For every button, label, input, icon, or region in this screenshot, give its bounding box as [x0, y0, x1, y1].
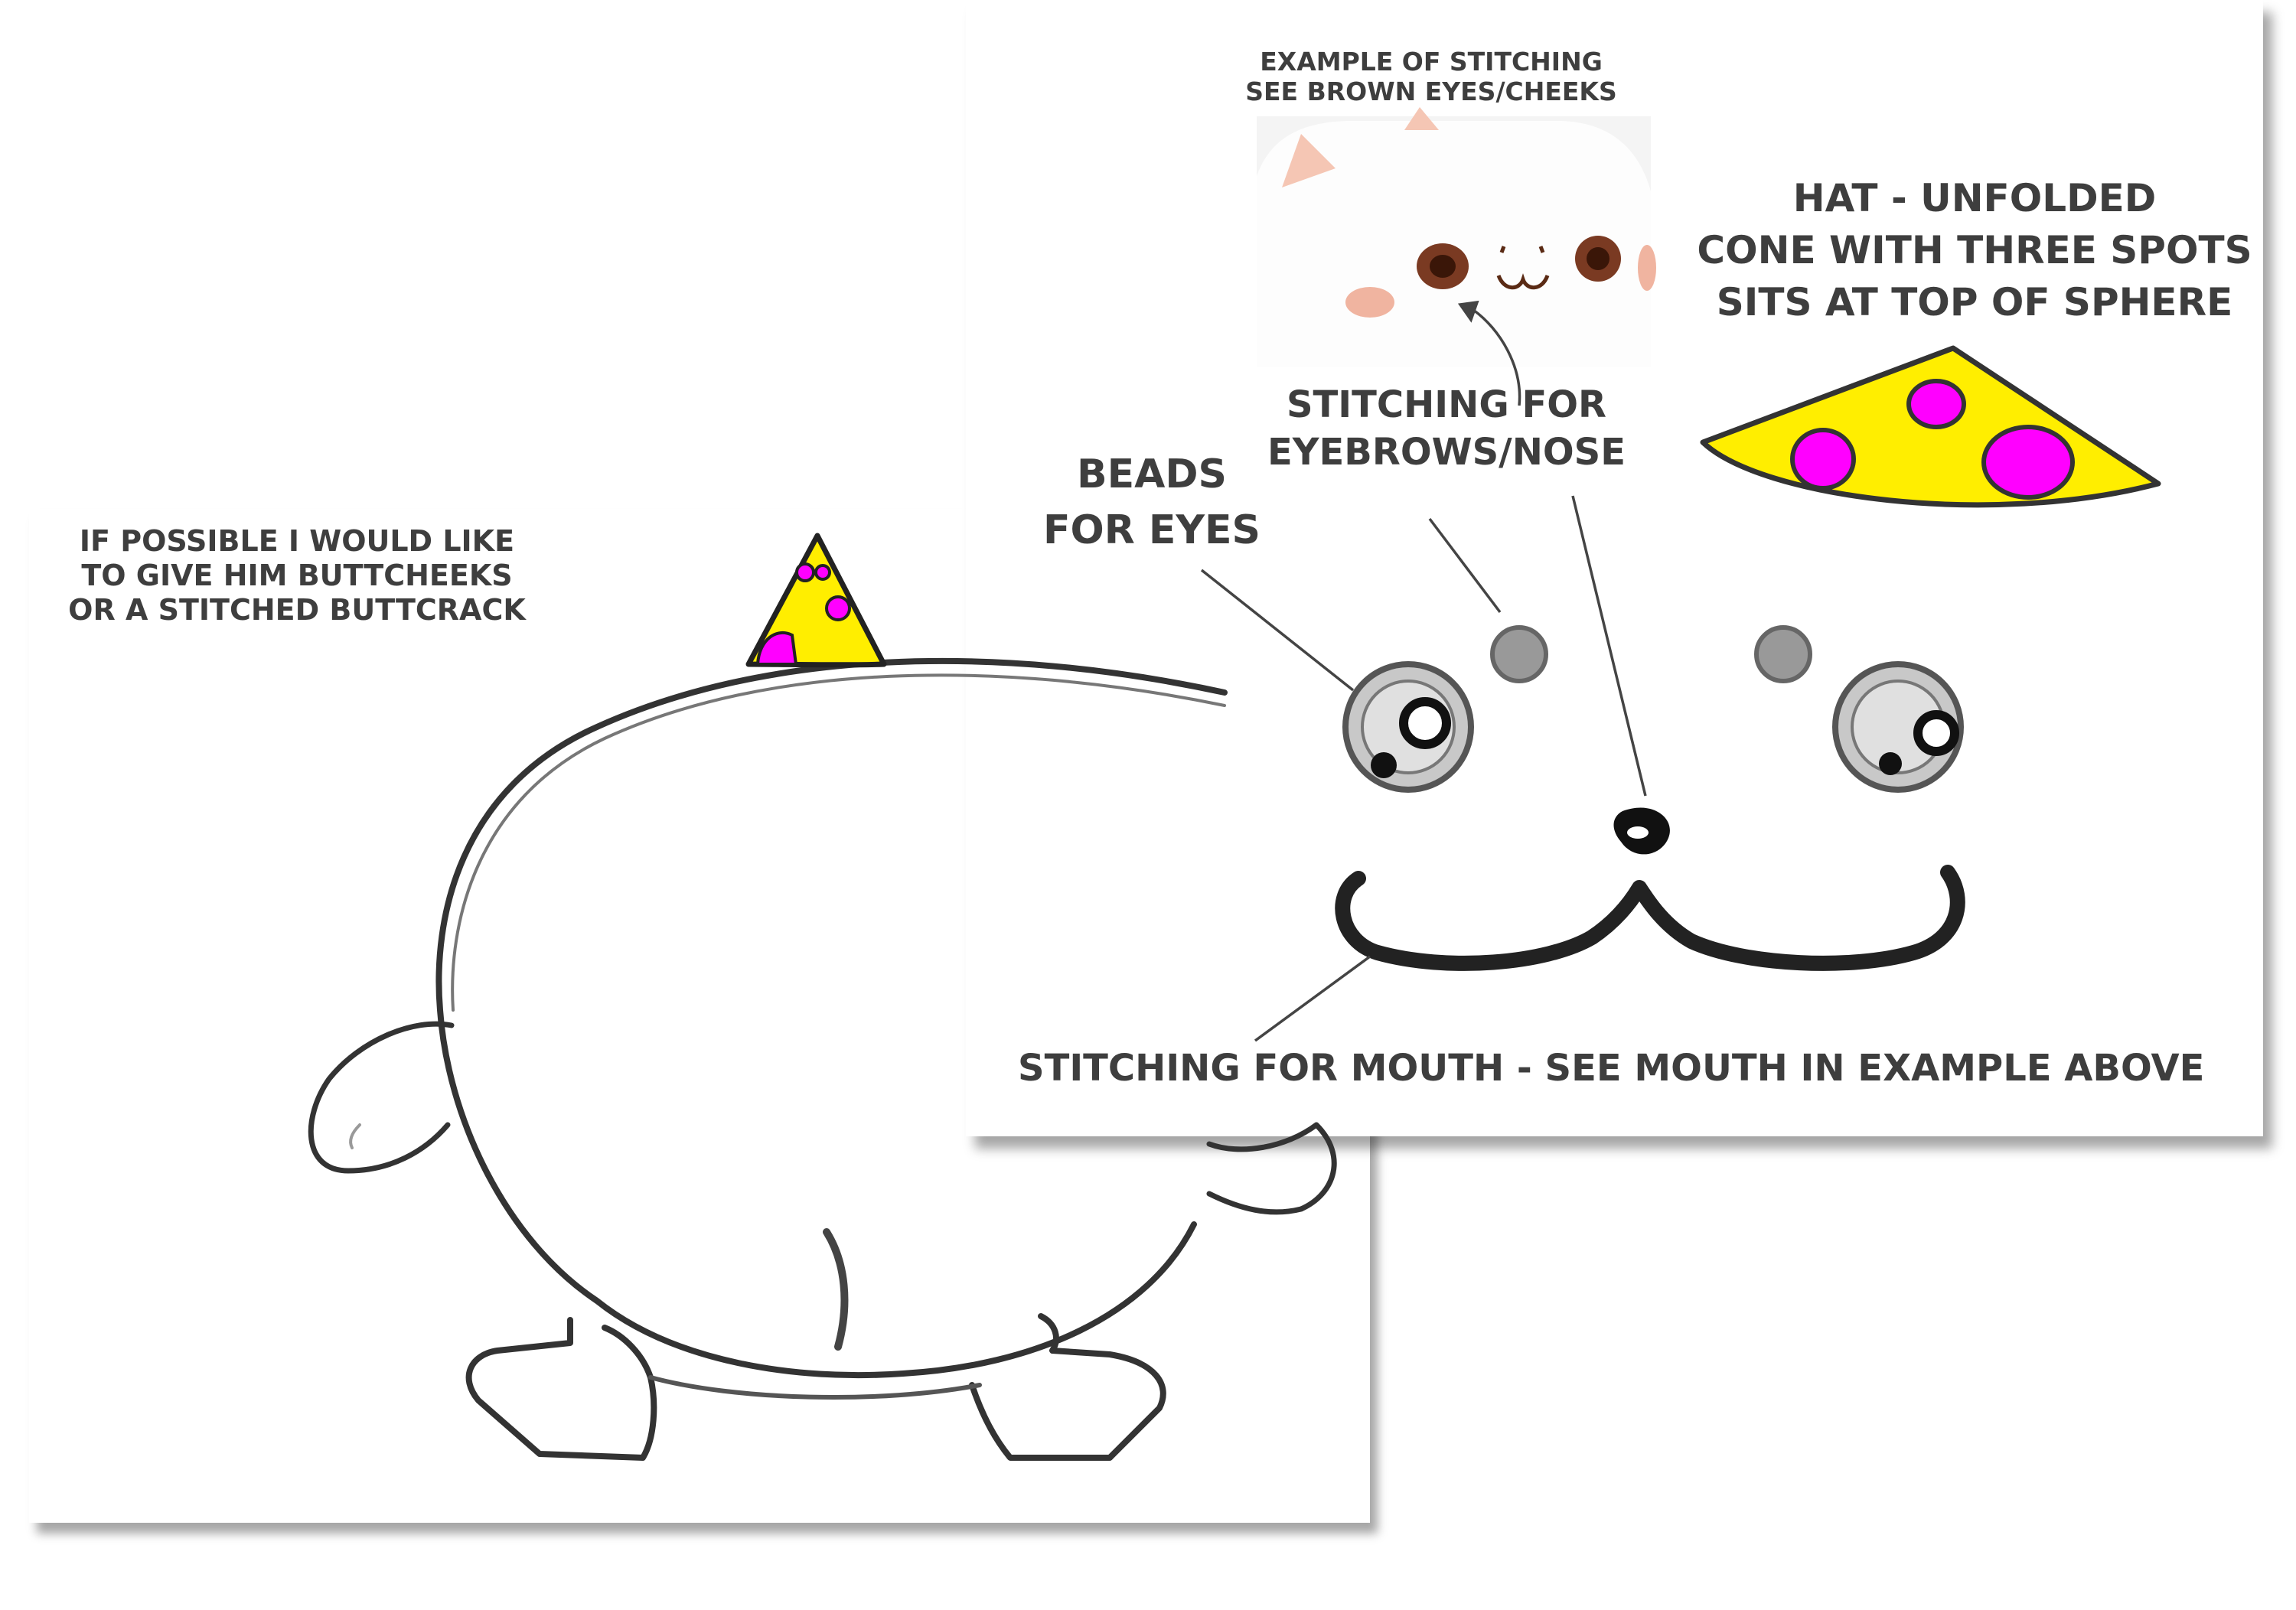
- rear-right-foot: [969, 1313, 1166, 1461]
- party-hat-icon: [745, 533, 887, 668]
- label-line: BEADS: [1076, 451, 1227, 497]
- mouth-stitching-label: STITCHING FOR MOUTH - SEE MOUTH IN EXAMP…: [1018, 1047, 2205, 1090]
- rear-body-outline: [435, 657, 1228, 1379]
- hat-label-line: SITS AT TOP OF SPHERE: [1716, 280, 2233, 324]
- example-arrow: [1472, 308, 1521, 406]
- beads-leader-line: [1200, 569, 1355, 692]
- rear-left-arm: [308, 1021, 455, 1174]
- hat-label-line: HAT - UNFOLDED: [1792, 176, 2157, 220]
- label-line: EYEBROWS/NOSE: [1267, 431, 1626, 474]
- title-line: EXAMPLE OF STITCHING: [1260, 47, 1603, 77]
- bead-eye-icon: [1832, 661, 1964, 793]
- note-line: TO GIVE HIM BUTTCHEEKS: [81, 558, 513, 592]
- note-line: IF POSSIBLE I WOULD LIKE: [79, 524, 515, 558]
- unfolded-hat-icon: [1700, 345, 2161, 508]
- label-line: STITCHING FOR: [1286, 383, 1606, 426]
- rear-left-foot: [465, 1317, 657, 1461]
- hat-label-line: CONE WITH THREE SPOTS: [1697, 228, 2252, 272]
- label-line: FOR EYES: [1042, 507, 1261, 553]
- beads-for-eyes-label: BEADS FOR EYES: [1029, 447, 1274, 559]
- rear-right-arm: [1206, 1122, 1337, 1215]
- mouth-stitch: [1335, 865, 1965, 971]
- eyebrow-stitches: [1490, 625, 1812, 683]
- nose-leader-line: [1571, 495, 1647, 797]
- bead-eye-icon: [1342, 661, 1474, 793]
- stitching-example-title: EXAMPLE OF STITCHING SEE BROWN EYES/CHEE…: [1209, 47, 1653, 107]
- butt-crack-stitch: [823, 1228, 849, 1351]
- note-line: OR A STITCHED BUTTCRACK: [68, 592, 526, 627]
- mouth-leader-line: [1254, 955, 1371, 1042]
- stitching-eyebrows-nose-label: STITCHING FOR EYEBROWS/NOSE: [1232, 381, 1661, 477]
- buttcheeks-note: IF POSSIBLE I WOULD LIKE TO GIVE HIM BUT…: [29, 524, 565, 627]
- brows-leader-line: [1428, 517, 1502, 614]
- plush-cat-photo: [1257, 107, 1656, 367]
- hat-label: HAT - UNFOLDED CONE WITH THREE SPOTS SIT…: [1668, 172, 2281, 328]
- title-line: SEE BROWN EYES/CHEEKS: [1245, 76, 1617, 106]
